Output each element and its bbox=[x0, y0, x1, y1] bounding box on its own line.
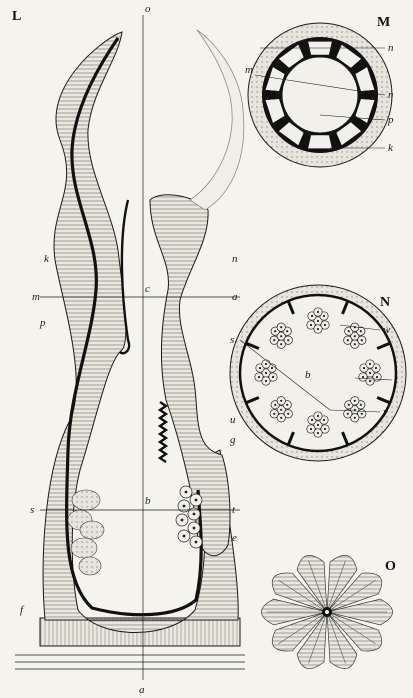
gonad-nucleus bbox=[362, 376, 364, 378]
panel-n-figure bbox=[230, 285, 406, 461]
gonad-nucleus bbox=[311, 315, 313, 317]
gonad-nucleus bbox=[258, 376, 260, 378]
gonad-nucleus bbox=[354, 335, 356, 337]
label-l-p: p bbox=[39, 317, 46, 329]
gonad-nucleus bbox=[348, 330, 350, 332]
label-l-n: n bbox=[232, 253, 238, 265]
label-m-m: m bbox=[245, 64, 253, 76]
label-l-c: c bbox=[145, 283, 150, 295]
gonad-nucleus bbox=[317, 328, 319, 330]
gonad-nucleus bbox=[317, 432, 319, 434]
gonad-nucleus bbox=[286, 404, 288, 406]
gonad-nucleus bbox=[363, 367, 365, 369]
gonad-nucleus bbox=[361, 339, 363, 341]
label-m-n-top: n bbox=[388, 42, 394, 54]
gonad-nucleus bbox=[369, 380, 371, 382]
gonad-nucleus bbox=[310, 428, 312, 430]
gonad-nucleus bbox=[375, 367, 377, 369]
label-l-k: k bbox=[44, 253, 50, 265]
gonad-nucleus bbox=[324, 428, 326, 430]
gonad-nucleus bbox=[274, 404, 276, 406]
gonad-nucleus bbox=[280, 400, 282, 402]
label-l-s: s bbox=[30, 504, 34, 516]
gonad-nucleus bbox=[280, 335, 282, 337]
panel-m-figure bbox=[248, 23, 392, 167]
label-m-k: k bbox=[388, 142, 394, 154]
gonad-nucleus bbox=[369, 363, 371, 365]
label-n-s: s bbox=[230, 334, 234, 346]
panel-label-n: N bbox=[380, 295, 390, 310]
gonad-nucleus bbox=[360, 330, 362, 332]
gonad-nucleus bbox=[310, 324, 312, 326]
gonad-nucleus bbox=[273, 339, 275, 341]
label-n-b: b bbox=[305, 369, 311, 381]
gonad-nucleus bbox=[274, 330, 276, 332]
gonad-nucleus bbox=[317, 415, 319, 417]
gonad-nucleus bbox=[265, 372, 267, 374]
gonad-nucleus bbox=[287, 413, 289, 415]
panel-label-m: M bbox=[377, 15, 390, 30]
gonad-nucleus bbox=[280, 417, 282, 419]
star-mouth bbox=[325, 610, 329, 614]
gonad-nucleus bbox=[354, 343, 356, 345]
gonad-nucleus bbox=[376, 376, 378, 378]
gonad-nucleus bbox=[347, 339, 349, 341]
gonad-nucleus bbox=[323, 419, 325, 421]
label-m-n: n bbox=[388, 89, 394, 101]
gonad-nucleus bbox=[354, 400, 356, 402]
label-l-f: f bbox=[20, 604, 25, 616]
label-l-e: e bbox=[232, 532, 237, 544]
gonad-nucleus bbox=[317, 320, 319, 322]
label-l-a: a bbox=[232, 291, 238, 303]
label-l-m: m bbox=[32, 291, 40, 303]
gonad-nucleus bbox=[265, 380, 267, 382]
gonad-nucleus bbox=[354, 409, 356, 411]
gonad-nucleus bbox=[271, 367, 273, 369]
label-l-a-bottom: a bbox=[139, 684, 145, 696]
gonad-nucleus bbox=[348, 404, 350, 406]
gonad-nucleus bbox=[287, 339, 289, 341]
panel-l-figure bbox=[15, 15, 245, 680]
gonad-nucleus bbox=[280, 343, 282, 345]
label-l-u: u bbox=[230, 414, 236, 426]
gonad-nucleus bbox=[280, 326, 282, 328]
label-n-y: y bbox=[382, 406, 388, 418]
gonad-nucleus bbox=[259, 367, 261, 369]
label-l-g: g bbox=[230, 434, 236, 446]
gonad-nucleus bbox=[317, 424, 319, 426]
ring-chamber bbox=[308, 135, 332, 149]
label-n-w: w bbox=[383, 324, 391, 336]
panel-label-o: O bbox=[385, 559, 396, 574]
gonad-nucleus bbox=[311, 419, 313, 421]
gonad-nucleus bbox=[317, 311, 319, 313]
label-l-b: b bbox=[145, 495, 151, 507]
panel-label-l: L bbox=[12, 9, 21, 24]
gonad-nucleus bbox=[347, 413, 349, 415]
gonad-nucleus bbox=[280, 409, 282, 411]
label-l-o: o bbox=[145, 3, 151, 15]
label-m-p: p bbox=[387, 114, 394, 126]
panel-o-figure bbox=[261, 555, 392, 668]
gonad-nucleus bbox=[369, 372, 371, 374]
gonad-nucleus bbox=[272, 376, 274, 378]
gonad-nucleus bbox=[273, 413, 275, 415]
gonad-nucleus bbox=[361, 413, 363, 415]
gonad-nucleus bbox=[265, 363, 267, 365]
gonad-nucleus bbox=[354, 417, 356, 419]
gonad-nucleus bbox=[286, 330, 288, 332]
gonad-nucleus bbox=[360, 404, 362, 406]
gonad-nucleus bbox=[324, 324, 326, 326]
gonad-nucleus bbox=[323, 315, 325, 317]
